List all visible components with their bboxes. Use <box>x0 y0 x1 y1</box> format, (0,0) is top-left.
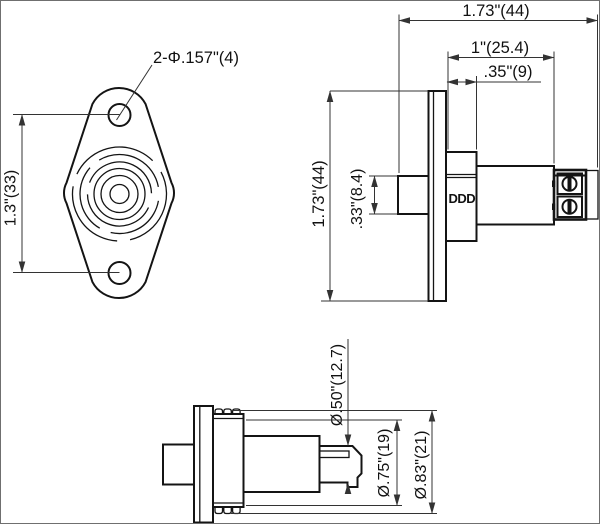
flange-plate <box>427 90 447 302</box>
front-view-dimensions: 1.3"(33) 2-Φ.157"(4) <box>3 49 239 273</box>
front-height-label: 1.3"(33) <box>3 170 20 226</box>
terminal-screw-2 <box>561 198 578 215</box>
outer-diameter-label: Ø.83"(21) <box>413 431 430 500</box>
plug-tip <box>319 445 363 488</box>
body-width-label: 1"(25.4) <box>471 39 529 57</box>
wire-entry-1 <box>552 180 556 187</box>
side-view: DDD <box>397 90 599 302</box>
rosette-ring-broken-2 <box>79 153 160 235</box>
side-view-dimensions: 1.73"(44) 1"(25.4) .35"(9) 1.73"(44) .33… <box>310 2 598 302</box>
stub-height-label: .33"(8.4) <box>349 169 366 230</box>
serrated-barrel <box>212 413 245 508</box>
contact-pin <box>318 450 350 459</box>
rosette-ring-broken-1 <box>86 161 153 227</box>
wire-entry-2 <box>552 203 556 210</box>
locator-stub-bottom <box>162 443 195 486</box>
body-diameter-label: Ø.75"(19) <box>376 429 393 498</box>
terminal-cell-1 <box>556 172 583 195</box>
rosette-circle-3 <box>93 167 146 221</box>
terminal-end-plate <box>585 169 599 220</box>
connector-body-bottom <box>242 435 321 493</box>
rosette-circle-inner <box>109 183 130 205</box>
tip-diameter-label: Ø.50"(12.7) <box>329 344 346 426</box>
locator-stub <box>397 175 430 215</box>
terminal-cell-2 <box>556 195 583 218</box>
screw-slot-2 <box>567 200 572 214</box>
rosette-ring-broken-3 <box>71 146 168 242</box>
terminal-screw-1 <box>561 175 578 192</box>
rosette-circle-2 <box>100 174 139 214</box>
holes-label: 2-Φ.157"(4) <box>153 49 239 67</box>
serration-marks: DDD <box>449 191 476 206</box>
overall-width-label: 1.73"(44) <box>462 2 529 20</box>
bushing-width-label: .35"(9) <box>484 63 533 81</box>
bottom-view <box>162 405 363 523</box>
flange-plate-bottom <box>193 405 214 523</box>
flange-outline <box>62 87 176 299</box>
screw-slot-1 <box>567 177 572 191</box>
front-view <box>62 87 176 299</box>
connector-body <box>475 165 555 226</box>
flange-height-label: 1.73"(44) <box>310 160 328 227</box>
bottom-view-dimensions: Ø.50"(12.7) Ø.75"(19) Ø.83"(21) <box>231 339 437 514</box>
leader-line-holes <box>116 64 153 121</box>
